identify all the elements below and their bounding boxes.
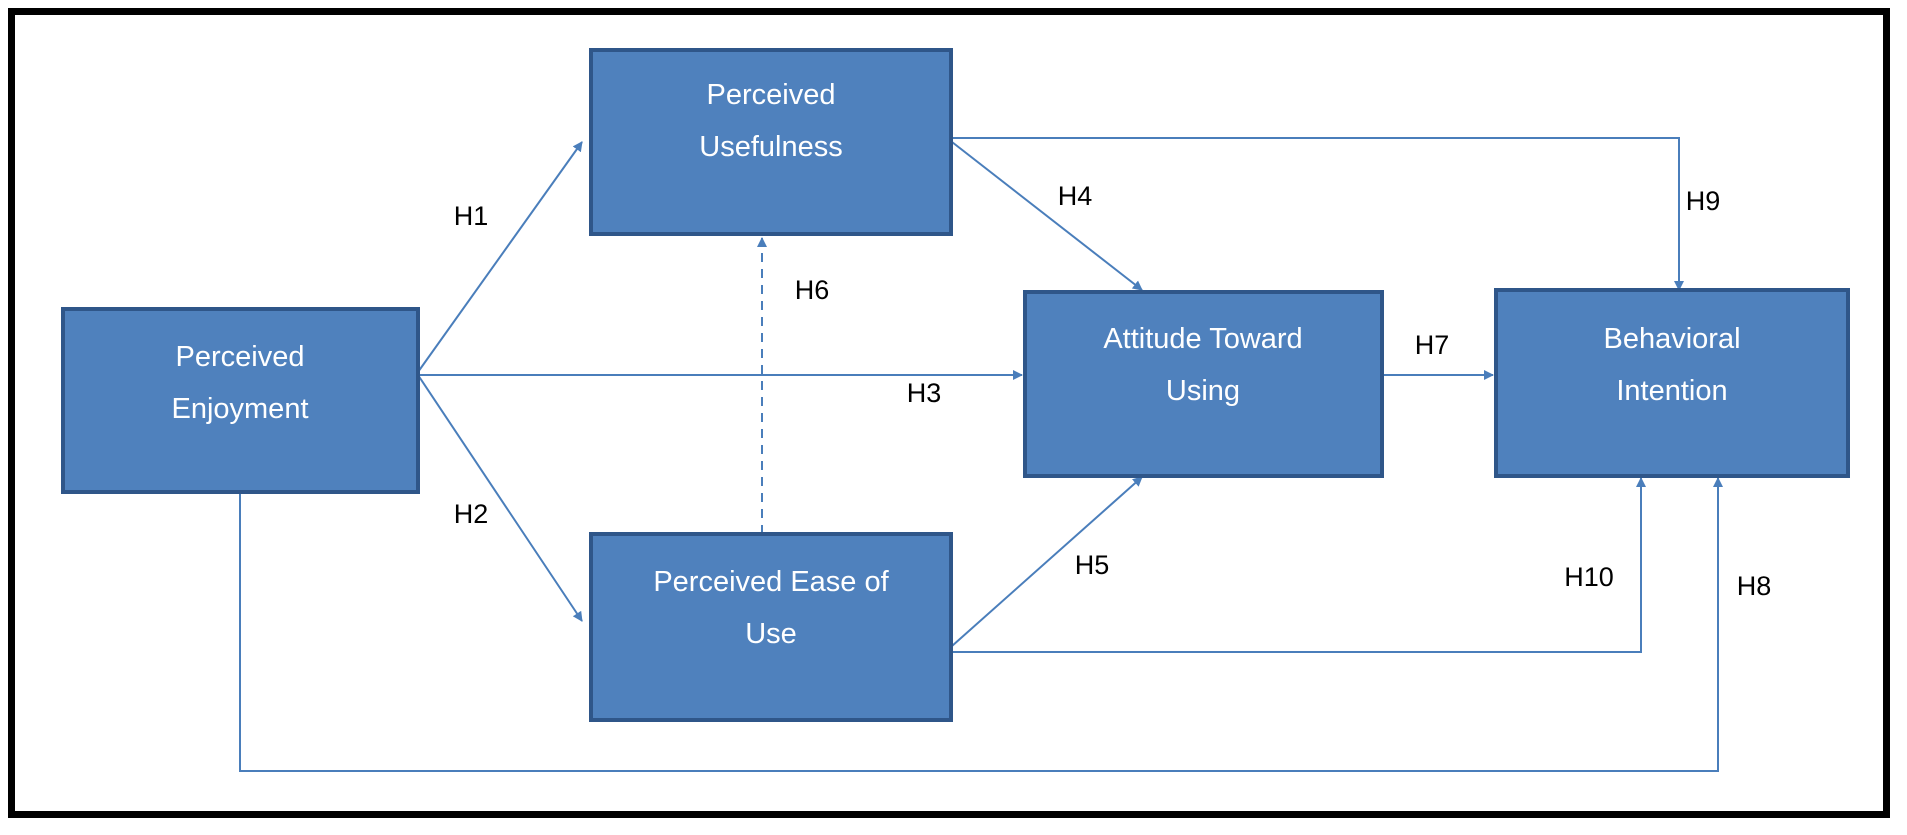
edge-labels: H1 H2 H3 H4 H5 H6 H7 H8 H9 H10 <box>454 181 1772 601</box>
node-perceived-ease-of-use: Perceived Ease of Use <box>589 532 953 722</box>
edge-h10 <box>952 477 1646 653</box>
label-h4: H4 <box>1058 181 1093 211</box>
node-attitude-toward-using: Attitude Toward Using <box>1023 290 1384 478</box>
node-attitude-toward-using-line-2: Using <box>1166 375 1240 407</box>
edge-h4 <box>951 141 1143 291</box>
node-perceived-usefulness-line-1: Perceived <box>707 79 836 111</box>
node-perceived-usefulness: Perceived Usefulness <box>589 48 953 236</box>
node-perceived-enjoyment-line-1: Perceived <box>176 341 305 373</box>
node-behavioral-intention-line-2: Intention <box>1616 375 1727 407</box>
edge-h8 <box>239 477 1723 772</box>
edge-h1 <box>417 141 583 373</box>
edge-h2 <box>417 374 583 622</box>
edge-h5 <box>951 476 1143 647</box>
node-perceived-ease-of-use-line-2: Use <box>745 618 797 650</box>
node-perceived-ease-of-use-line-1: Perceived Ease of <box>653 566 889 598</box>
node-behavioral-intention: Behavioral Intention <box>1494 288 1850 478</box>
label-h10: H10 <box>1564 562 1614 592</box>
node-perceived-usefulness-line-2: Usefulness <box>699 131 842 163</box>
node-attitude-toward-using-line-1: Attitude Toward <box>1103 323 1302 355</box>
edge-h9 <box>952 137 1684 291</box>
label-h6: H6 <box>795 275 830 305</box>
label-h3: H3 <box>907 378 942 408</box>
label-h5: H5 <box>1075 550 1110 580</box>
label-h8: H8 <box>1737 571 1772 601</box>
label-h7: H7 <box>1415 330 1450 360</box>
label-h9: H9 <box>1686 186 1721 216</box>
label-h1: H1 <box>454 201 489 231</box>
node-perceived-enjoyment: Perceived Enjoyment <box>61 307 420 494</box>
node-perceived-enjoyment-line-2: Enjoyment <box>171 393 308 425</box>
node-behavioral-intention-line-1: Behavioral <box>1603 323 1740 355</box>
edges <box>239 137 1723 772</box>
label-h2: H2 <box>454 499 489 529</box>
